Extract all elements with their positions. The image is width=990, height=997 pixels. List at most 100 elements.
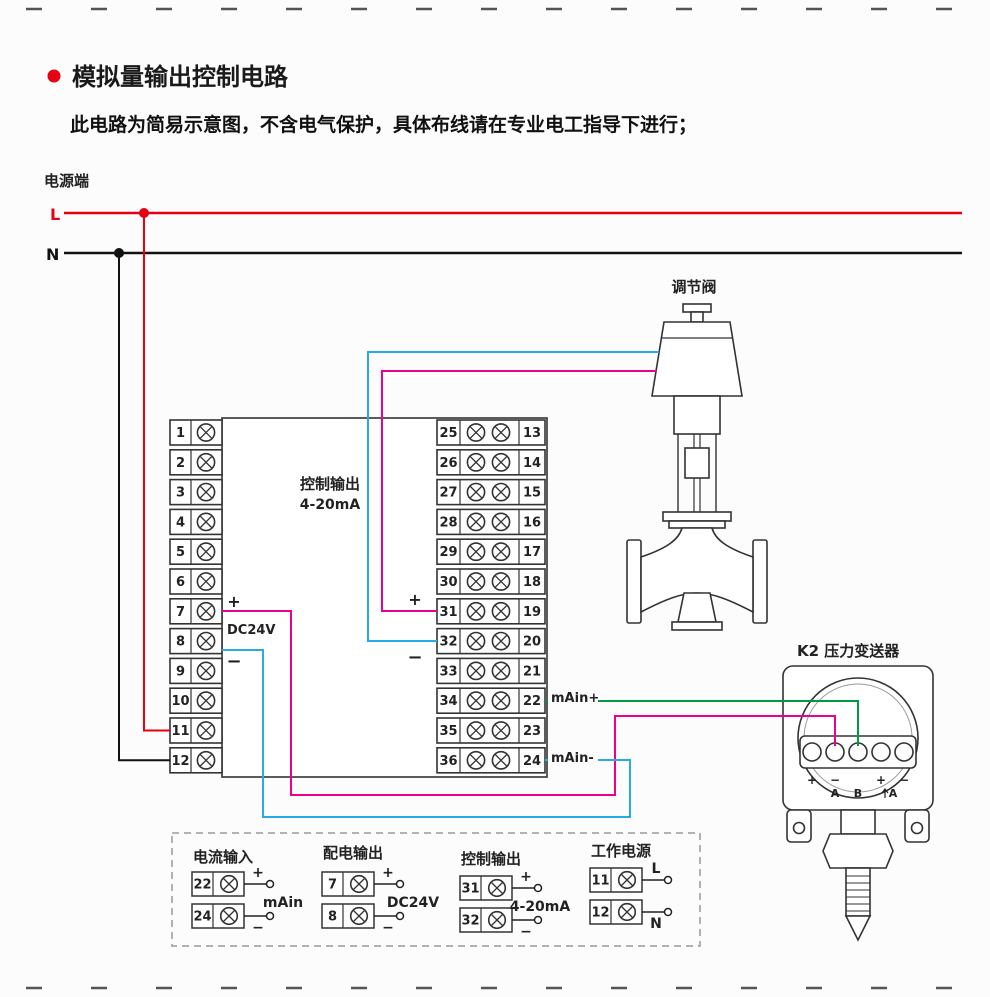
label: 26 [439, 456, 457, 471]
terminal-left-6: 6 [169, 568, 223, 595]
pressure-transmitter: K2 压力变送器 + − [782, 642, 934, 942]
label: + [382, 865, 394, 881]
power-terminal-label: 电源端 [44, 172, 89, 190]
legend-terminal-12: 12N [589, 899, 673, 932]
dc24v-minus-label: − [226, 651, 241, 672]
tt-sign-4: − [899, 773, 909, 787]
output-minus-label: − [407, 647, 422, 668]
control-output-label-line2: 4-20mA [300, 497, 361, 513]
legend-terminal-8: 8− [321, 903, 405, 936]
screw-terminal-icon [349, 906, 369, 926]
screw-terminal-icon [487, 878, 507, 898]
wire-end-dot [663, 907, 673, 917]
transmitter-terminal-1 [802, 742, 822, 762]
terminal-left-5: 5 [169, 538, 223, 566]
screw-terminal-icon [466, 423, 486, 442]
screw-terminal-icon [196, 750, 216, 770]
label: 配电输出 [323, 844, 383, 862]
screw-terminal-icon [196, 631, 216, 651]
wire-live-drop [143, 213, 170, 732]
label: 25 [439, 426, 457, 441]
transmitter-terminal-5 [894, 742, 914, 762]
screw-terminal-icon [617, 870, 637, 890]
main-in-minus-label: mAin- [551, 751, 594, 766]
label: L [652, 861, 661, 877]
terminal-left-12: 12 [169, 746, 223, 774]
screw-terminal-icon [491, 482, 511, 502]
label: 12 [591, 906, 609, 921]
label: 22 [523, 694, 541, 709]
label: 36 [439, 754, 457, 769]
screw-terminal-icon [491, 721, 511, 740]
screw-terminal-icon [466, 631, 486, 651]
label: 5 [176, 545, 185, 560]
label: 9 [176, 664, 185, 679]
terminal-left-11: 11 [169, 717, 223, 744]
tt-label-a: A [831, 787, 840, 800]
tt-label-b: B [854, 787, 862, 800]
valve-actuator-bell [651, 321, 743, 397]
screw-terminal-icon [487, 910, 507, 930]
label: 30 [439, 575, 457, 590]
wire-valve-plus [381, 370, 657, 612]
title-bullet-icon [47, 69, 61, 83]
wire-signal-from-transmitter [545, 700, 859, 746]
transmitter-right-ear-hole [910, 821, 924, 835]
header: 模拟量输出控制电路 此电路为简易示意图，不含电气保护，具体布线请在专业电工指导下… [47, 63, 697, 136]
label: 12 [171, 754, 189, 769]
screw-terminal-icon [466, 750, 486, 770]
wire-end-dot [395, 879, 405, 889]
valve-left-flange [626, 539, 642, 624]
screw-terminal-icon [466, 691, 486, 711]
legend-terminal-32: 32− [459, 907, 543, 940]
label: mAin [263, 895, 303, 911]
dc24v-plus-label: + [227, 592, 240, 611]
screw-terminal-icon [466, 572, 486, 591]
valve-packing [684, 447, 710, 479]
label: 20 [523, 635, 541, 650]
valve-top-cap [682, 303, 712, 313]
label: 31 [439, 605, 457, 620]
screw-terminal-icon [466, 721, 486, 740]
screw-terminal-icon [466, 661, 486, 681]
neutral-label: N [46, 245, 59, 264]
label: + [520, 869, 532, 885]
transmitter-probe-tip [844, 915, 872, 942]
legend: 电流输入22+24−mAin配电输出7+8−DC24V控制输出31+32−4-2… [171, 832, 701, 947]
wire-supply-to-transmitter [222, 610, 836, 796]
terminal-left-9: 9 [169, 657, 223, 685]
label: − [382, 920, 394, 936]
screw-terminal-icon [349, 874, 369, 894]
screw-terminal-icon [491, 601, 511, 621]
screw-terminal-icon [491, 691, 511, 711]
tt-sign-1: + [807, 773, 817, 787]
main-in-minus-bg [548, 749, 598, 764]
label: 22 [193, 878, 211, 893]
label: − [252, 920, 264, 936]
screw-terminal-icon [491, 452, 511, 472]
screw-terminal-icon [196, 661, 216, 681]
live-label: L [50, 205, 60, 224]
label: 33 [439, 664, 457, 679]
control-output-label-line1: 控制输出 [300, 475, 360, 493]
label: 7 [176, 605, 185, 620]
screw-terminal-icon [491, 423, 511, 442]
screw-terminal-icon [196, 691, 216, 711]
transmitter-terminal-labels: + − + − A B A [807, 773, 909, 800]
terminal-left-1: 1 [169, 419, 223, 446]
control-valve: 调节阀 [626, 278, 768, 631]
label: 4 [176, 515, 185, 530]
legend-border [171, 832, 701, 947]
wire-end-dot [265, 911, 275, 921]
label: 24 [523, 754, 541, 769]
screw-terminal-icon [466, 512, 486, 532]
power-rails: 电源端 L N [44, 172, 962, 264]
label: 11 [591, 874, 609, 889]
label: 21 [523, 664, 541, 679]
label: 电流输入 [193, 848, 253, 866]
screw-terminal-icon [196, 542, 216, 562]
